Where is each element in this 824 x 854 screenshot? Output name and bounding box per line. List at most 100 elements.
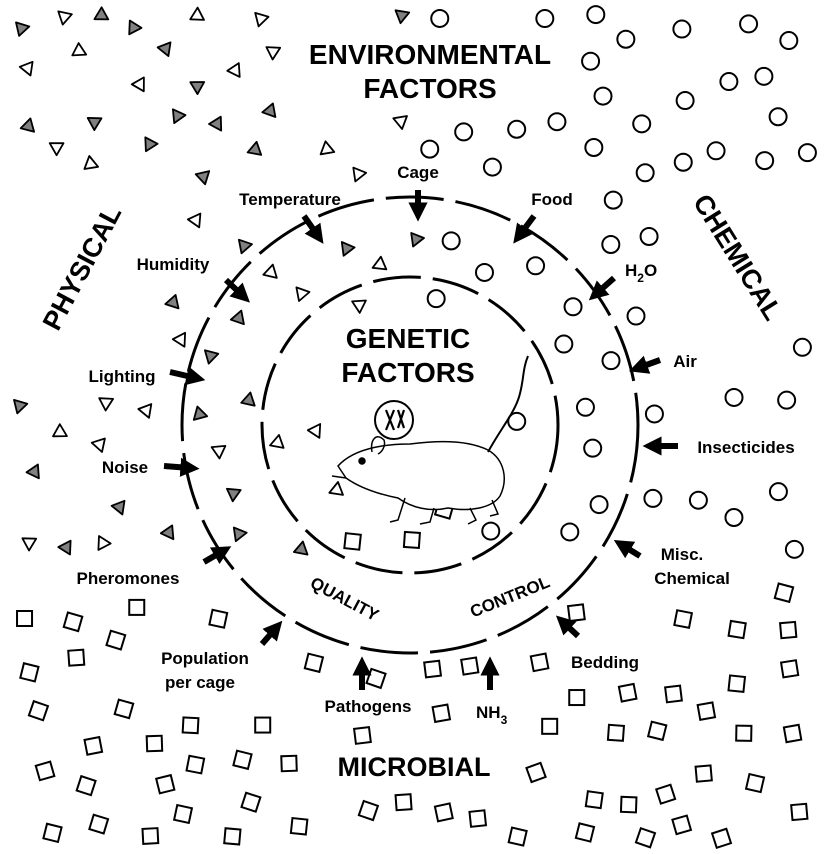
square-icon (343, 532, 362, 551)
triangle-icon (232, 526, 248, 543)
square-icon (423, 659, 443, 679)
circle-icon (560, 522, 580, 542)
title-line-1: ENVIRONMENTAL (309, 39, 551, 70)
triangle-icon (156, 41, 172, 57)
triangle-icon (194, 170, 211, 186)
square-icon (280, 754, 298, 773)
square-icon (105, 629, 127, 651)
bedding-arrow (555, 615, 581, 639)
center-title-line-1: GENETIC (346, 323, 470, 354)
square-icon (671, 814, 693, 836)
triangle-icon (48, 142, 65, 157)
triangle-icon (269, 433, 285, 449)
circle-icon (507, 119, 527, 139)
triangle-icon (164, 293, 180, 310)
triangle-icon (371, 255, 388, 271)
circle-icon (583, 438, 603, 458)
square-icon (113, 698, 135, 720)
label-misc-line-1: Misc. (661, 545, 704, 564)
circle-icon (589, 495, 609, 515)
square-icon (568, 689, 586, 707)
circle-icon (601, 234, 621, 254)
square-icon (145, 734, 164, 753)
triangle-icon (352, 166, 368, 183)
square-icon (75, 774, 97, 797)
square-icon (744, 772, 766, 794)
triangle-icon (83, 155, 99, 170)
triangle-icon (340, 241, 356, 257)
square-icon (710, 827, 733, 849)
mouse-icon (331, 355, 529, 525)
circle-icon (547, 112, 567, 132)
triangle-icon (86, 117, 103, 132)
circle-icon (755, 151, 775, 171)
square-icon (468, 809, 488, 828)
square-icon (433, 802, 454, 823)
square-icon (357, 799, 380, 822)
circle-icon (507, 411, 527, 431)
humidity-arrow (223, 277, 250, 303)
triangle-icon (57, 539, 72, 556)
square-icon (634, 826, 657, 849)
square-icon (88, 813, 110, 835)
circle-icon (430, 8, 450, 28)
inner-dashed-ring (260, 275, 560, 575)
factor-arrows (163, 190, 678, 690)
triangle-icon (229, 309, 245, 326)
square-icon (67, 648, 86, 667)
label-nh3: NH3 (476, 703, 508, 727)
square-icon (172, 803, 194, 825)
circle-icon (706, 141, 726, 161)
square-icon (141, 827, 160, 845)
square-icon (128, 598, 146, 616)
circle-icon (768, 482, 788, 502)
square-icon (83, 735, 104, 756)
triangle-icon (306, 423, 322, 439)
triangle-icon (295, 286, 311, 302)
triangle-icon (203, 349, 220, 365)
circle-icon (675, 91, 695, 111)
square-icon (735, 724, 753, 742)
circle-icon (644, 404, 664, 424)
circle-icon (779, 31, 799, 51)
triangle-icon (90, 437, 106, 453)
circle-icon (635, 163, 655, 183)
triangle-icon (128, 19, 143, 36)
triangle-icon (25, 463, 40, 480)
triangle-icon (210, 444, 227, 460)
label-population-line-1: Population (161, 649, 249, 668)
region-chemical: CHEMICAL (687, 189, 788, 326)
circle-icon (639, 226, 659, 246)
label-population-line-2: per cage (165, 673, 235, 692)
quality-label: QUALITY (307, 573, 382, 625)
circle-icon (426, 289, 446, 309)
square-icon (507, 826, 528, 847)
square-icon (460, 656, 480, 676)
triangle-icon (19, 117, 35, 133)
triangle-icon (189, 81, 206, 95)
circle-icon (535, 9, 555, 29)
square-icon (181, 716, 200, 735)
circle-icon (526, 256, 546, 276)
circle-icon (724, 387, 744, 407)
region-physical: PHYSICAL (37, 200, 128, 335)
square-icon (584, 790, 604, 810)
circle-icon (581, 51, 601, 71)
square-icon (352, 725, 372, 745)
label-bedding: Bedding (571, 653, 639, 672)
square-icon (27, 699, 50, 722)
triangle-icon (110, 499, 126, 516)
square-icon (431, 703, 452, 724)
square-icon (727, 619, 747, 640)
triangle-icon (261, 102, 277, 118)
triangle-icon (52, 423, 68, 438)
physical-triangles (13, 6, 425, 556)
label-misc-line-2: Chemical (654, 569, 730, 588)
triangle-icon (15, 21, 31, 37)
label-pheromones: Pheromones (77, 569, 180, 588)
triangle-icon (240, 391, 256, 407)
circle-icon (673, 152, 693, 172)
triangle-icon (130, 76, 145, 93)
triangle-icon (186, 212, 202, 229)
